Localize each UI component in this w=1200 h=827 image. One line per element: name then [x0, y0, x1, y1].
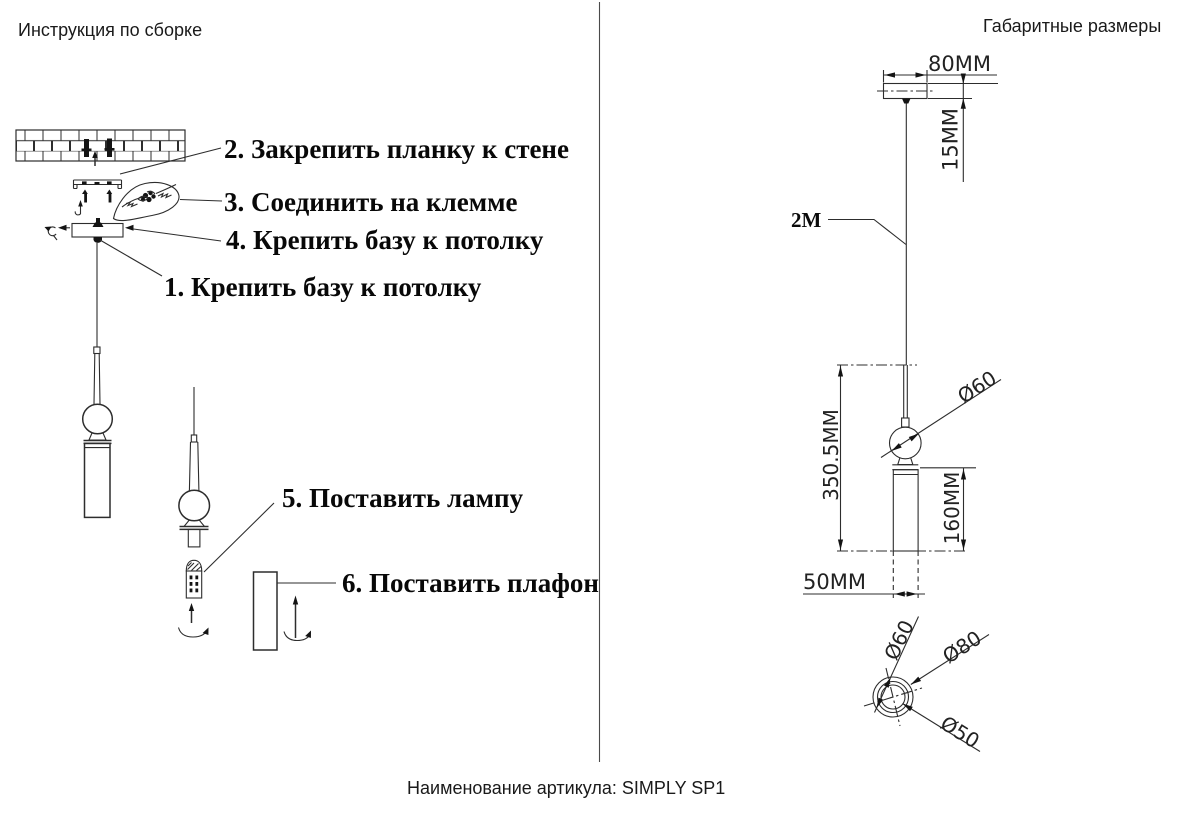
cord-drawing: [828, 103, 907, 365]
pendant-side-view: [888, 365, 922, 598]
right-panel-title: Габаритные размеры: [983, 16, 1162, 36]
bracket-drawing: [72, 179, 123, 216]
step-1-label: 1. Крепить базу к потолку: [164, 272, 482, 302]
dim-160mm-lines: [920, 467, 976, 551]
dim-15mm-lines: [928, 73, 998, 182]
dim-350mm-lines: [837, 364, 967, 552]
dim-50mm-lines: [803, 591, 925, 597]
rotate-arrow-icon: [44, 226, 58, 241]
step-2-label: 2. Закрепить планку к стене: [224, 134, 569, 164]
dimension-drawing: [803, 70, 1002, 752]
dim-canopy-width: 80MM: [928, 52, 991, 76]
rotate-arrow-icon: [74, 200, 83, 216]
dim-80mm-lines: [882, 70, 997, 83]
dim-shade-width: 50MM: [803, 570, 866, 594]
step-4-label: 4. Крепить базу к потолку: [226, 225, 544, 255]
pendant-assembled-drawing: [81, 243, 114, 519]
dim-canopy-height: 15MM: [938, 108, 963, 172]
article-name-label: Наименование артикула: SIMPLY SP1: [407, 778, 726, 798]
dim-cord-length: 2M: [791, 208, 822, 232]
wall-anchor-icon: [81, 138, 115, 157]
dim-total-height: 350.5MM: [819, 409, 843, 501]
pendant-stem-drawing: [178, 387, 211, 548]
canopy-drawing: [877, 82, 933, 104]
step-3-label: 3. Соединить на клемме: [224, 187, 518, 217]
bulb-drawing: [177, 559, 209, 638]
leader-lines: [99, 147, 336, 584]
step-5-label: 5. Поставить лампу: [282, 483, 524, 513]
step-6-label: 6. Поставить плафон: [342, 568, 599, 598]
screw-icon: [82, 189, 113, 203]
shade-drawing: [252, 571, 311, 651]
terminal-leaf-drawing: [112, 182, 180, 222]
rotate-up-arrow-icon: [177, 603, 209, 638]
bottom-view-drawing: [863, 616, 990, 752]
dim-ball-d60-lines: [880, 379, 1002, 458]
dim-shade-height: 160MM: [940, 471, 964, 545]
base-plate-drawing: [44, 218, 134, 243]
rotate-up-arrow-icon: [283, 595, 311, 642]
up-arrow-icon: [92, 151, 98, 166]
wall-drawing: [15, 129, 186, 166]
push-arrow-icon: [58, 224, 134, 231]
left-panel-title: Инструкция по сборке: [18, 20, 203, 40]
